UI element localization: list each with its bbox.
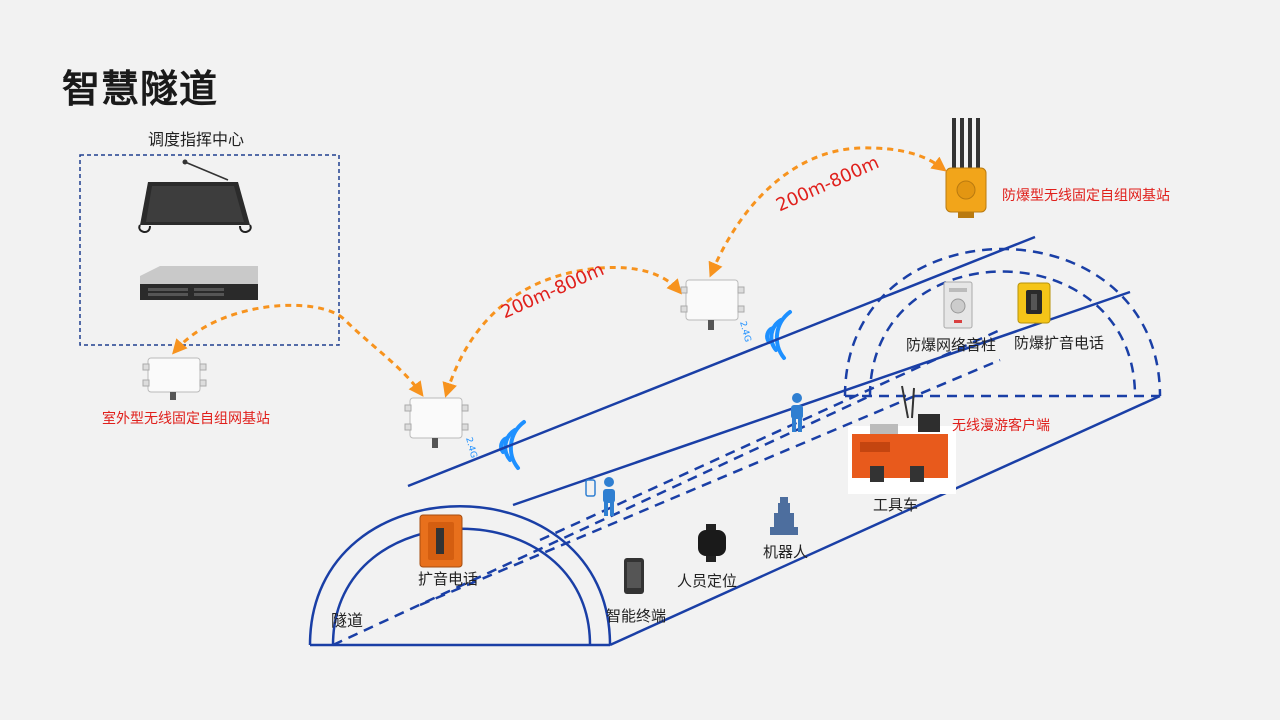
robot-label: 机器人: [763, 543, 809, 561]
server-icon: [140, 266, 258, 300]
console-device-icon: [138, 159, 252, 233]
base-station-icon: [680, 279, 745, 330]
roaming-client-label: 无线漫游客户端: [952, 418, 1050, 434]
smartwatch-icon: [698, 524, 726, 562]
explosion-proof-station-icon: [945, 118, 987, 218]
robot-icon: [770, 497, 798, 535]
tool-vehicle-icon: [848, 385, 956, 494]
tunnel-label: 隧道: [331, 611, 364, 630]
person-with-phone-icon: [585, 477, 615, 516]
control-center-label: 调度指挥中心: [148, 130, 245, 149]
person-icon: [791, 393, 803, 432]
page-title: 智慧隧道: [62, 67, 219, 111]
pa-phone-label: 扩音电话: [418, 570, 479, 588]
base-station-icon: [404, 397, 469, 448]
personnel-positioning-label: 人员定位: [677, 572, 738, 590]
control-center-frame: [79, 154, 340, 346]
network-speaker-label: 防爆网络音柱: [906, 336, 997, 354]
tunnel-structure: [308, 235, 1162, 647]
explosion-phone-label: 防爆扩音电话: [1014, 334, 1105, 352]
band-label: 2.4G: [463, 436, 478, 459]
base-station-icon: [142, 357, 207, 400]
pa-phone-icon: [419, 514, 463, 568]
wifi-signal-icon: [765, 310, 792, 360]
link-arrow: [442, 265, 682, 398]
explosion-station-label: 防爆型无线固定自组网基站: [1002, 188, 1170, 204]
network-speaker-icon: [943, 281, 973, 329]
smart-terminal-icon: [624, 558, 644, 594]
band-label: 2.4G: [737, 320, 752, 343]
smart-terminal-label: 智能终端: [606, 607, 667, 625]
tool-vehicle-label: 工具车: [873, 496, 919, 514]
wireless-links: [172, 146, 947, 398]
outdoor-station-label: 室外型无线固定自组网基站: [102, 411, 270, 427]
link-arrow: [708, 146, 947, 278]
link-arrow: [172, 303, 424, 397]
explosion-phone-icon: [1017, 282, 1051, 324]
